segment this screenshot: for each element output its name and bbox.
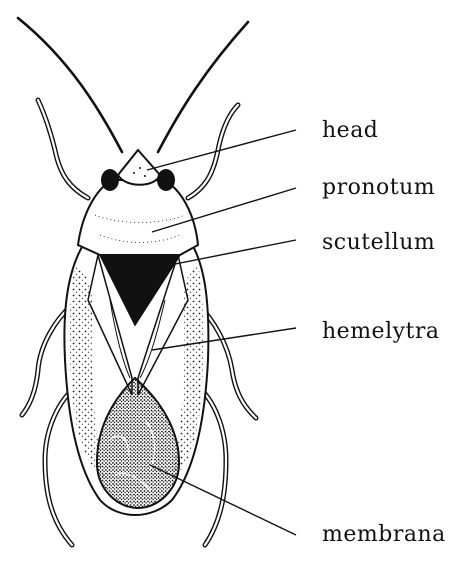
head (101, 150, 175, 191)
label-scutellum: scutellum (322, 230, 435, 255)
label-hemelytra: hemelytra (322, 319, 440, 344)
pronotum (78, 180, 198, 255)
labels: head pronotum scutellum hemelytra membra… (322, 118, 446, 547)
label-pronotum: pronotum (322, 175, 435, 200)
label-head: head (322, 118, 378, 143)
label-membrana: membrana (322, 522, 446, 547)
